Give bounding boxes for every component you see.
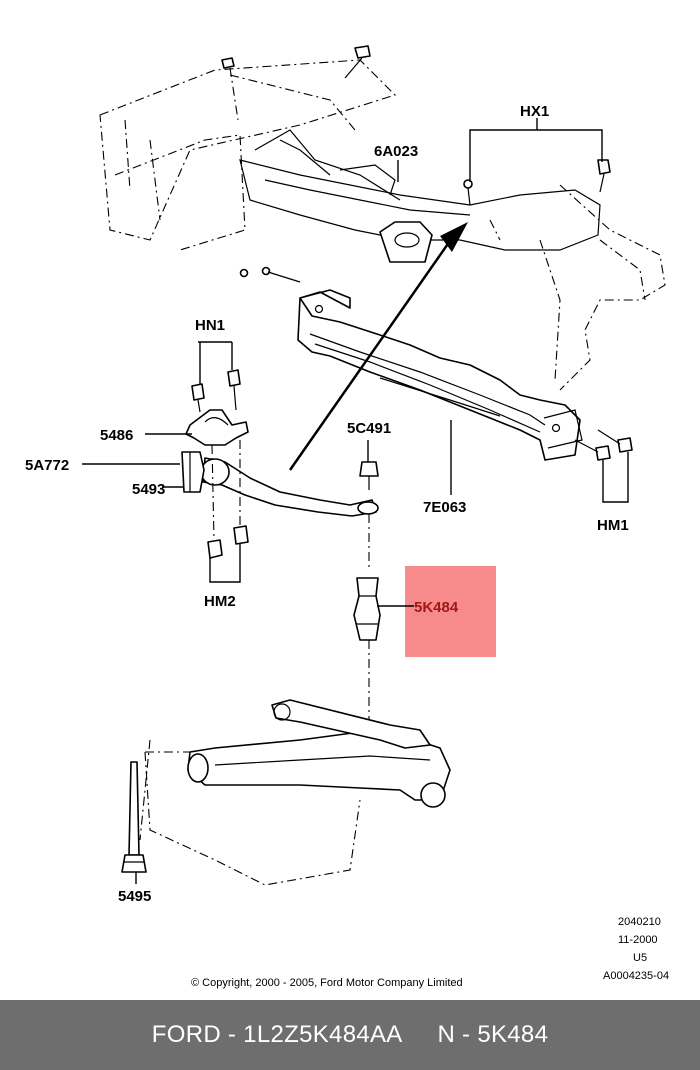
label-hn1: HN1 xyxy=(195,317,225,334)
meta-line-4: A0004235-04 xyxy=(603,970,669,982)
bolt-5495 xyxy=(121,761,147,873)
footer-part-number: FORD - 1L2Z5K484AA xyxy=(151,1021,403,1048)
label-5493: 5493 xyxy=(132,481,165,498)
bushing-5k484 xyxy=(353,577,381,641)
parts-diagram: HX1 6A023 HN1 5486 5A772 5493 5C491 7E06… xyxy=(25,45,669,989)
stabilizer-bar xyxy=(181,369,377,559)
label-hm1: HM1 xyxy=(597,517,629,534)
footer-bar: FORD - 1L2Z5K484AA N - 5K484 xyxy=(0,1000,700,1070)
footer-reference: N - 5K484 xyxy=(437,1021,549,1048)
footer-spacer xyxy=(403,1021,438,1049)
frame-assembly xyxy=(99,45,666,391)
stabilizer-link xyxy=(353,461,381,780)
label-5k484: 5K484 xyxy=(414,599,459,616)
label-5495: 5495 xyxy=(118,888,151,905)
meta-line-1: 2040210 xyxy=(618,916,661,928)
highlight-box-5k484 xyxy=(405,566,496,657)
label-5a772: 5A772 xyxy=(25,457,69,474)
label-7e063: 7E063 xyxy=(423,499,466,516)
meta-line-3: U5 xyxy=(633,952,647,964)
bracket-7e063 xyxy=(297,289,583,461)
meta-line-2: 11-2000 xyxy=(618,934,658,946)
direction-arrow xyxy=(288,222,468,471)
label-6a023: 6A023 xyxy=(374,143,418,160)
copyright-text: © Copyright, 2000 - 2005, Ford Motor Com… xyxy=(191,977,463,989)
lower-arm xyxy=(139,699,451,886)
label-5c491: 5C491 xyxy=(347,420,391,437)
hm1-bolts xyxy=(574,429,633,461)
label-hx1: HX1 xyxy=(520,103,549,120)
label-5486: 5486 xyxy=(100,427,133,444)
label-hm2: HM2 xyxy=(204,593,236,610)
leader-lines xyxy=(82,118,629,884)
